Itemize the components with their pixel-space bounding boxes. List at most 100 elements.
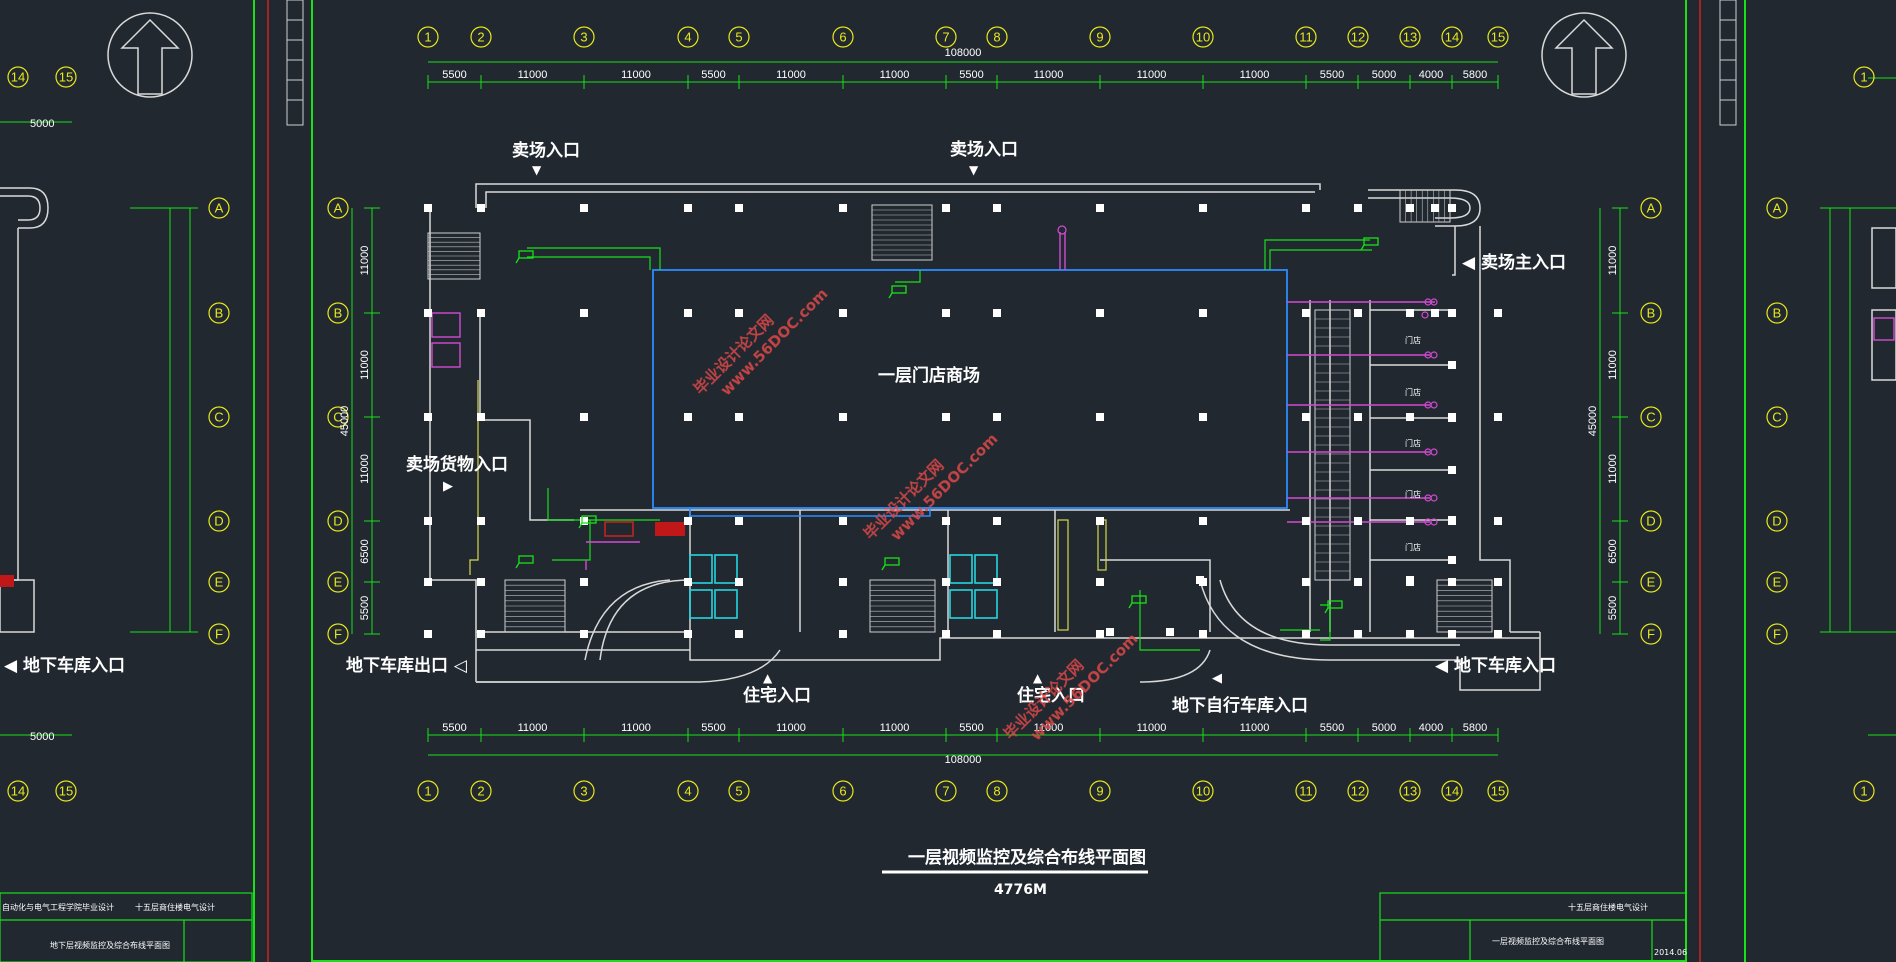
axis-label: 8 (993, 784, 1000, 799)
dimension-value: 5500 (701, 722, 725, 734)
cable-routes (527, 239, 1372, 651)
axis-label: 1 (424, 784, 431, 799)
shop-label: 门店 (1405, 438, 1421, 448)
arrow-up-icon: ▲ (1033, 671, 1043, 685)
column-marker (1406, 204, 1414, 212)
camera-mount (881, 564, 886, 571)
outlet-icon (1430, 518, 1438, 526)
outlet-icon (1430, 494, 1438, 502)
axis-bubble (935, 780, 957, 802)
column-marker (1106, 628, 1114, 636)
column-marker (1431, 309, 1439, 317)
axis-label: 3 (580, 784, 587, 799)
axis-label: B (334, 306, 343, 321)
core-zone (689, 507, 931, 517)
camera-mount (1360, 244, 1365, 251)
left-title-drawing: 地下层视频监控及综合布线平面图 (50, 940, 170, 950)
label-residential-entrance-2: 住宅入口 (1017, 685, 1085, 706)
axis-bubble: F (1773, 627, 1781, 642)
column-marker (1302, 204, 1310, 212)
axis-bubble (1640, 623, 1662, 645)
title-block-date: 2014.06 (1654, 948, 1687, 957)
column-marker (1406, 517, 1414, 525)
shop-label: 门店 (1405, 542, 1421, 552)
axis-label: 15 (1491, 30, 1505, 45)
axis-bubble (1089, 780, 1111, 802)
column-marker (684, 517, 692, 525)
right-sheet: A B C D E F 1 1 (1766, 66, 1896, 802)
column-marker (1166, 628, 1174, 636)
dimension-value: 11000 (776, 69, 806, 81)
column-marker (1199, 630, 1207, 638)
axis-bubble: B (215, 306, 224, 321)
column-marker (684, 204, 692, 212)
column-marker (1406, 630, 1414, 638)
left-sheet: 5000 5000 ◀ 地下车库入口 14 15 14 15 A B C D E… (0, 66, 253, 962)
axis-bubble (1640, 197, 1662, 219)
column-marker (993, 517, 1001, 525)
outlet-icon (1430, 298, 1438, 306)
dimension-value: 4000 (1419, 69, 1443, 81)
axis-bubble: C (214, 410, 223, 425)
label-goods-entrance: 卖场货物入口 (406, 454, 508, 475)
dimension-value: 11000 (880, 69, 910, 81)
axis-label: C (1646, 410, 1655, 425)
dimension-value: 11000 (359, 454, 371, 484)
label-market-entrance-1: 卖场入口 (512, 140, 580, 161)
column-marker (1199, 204, 1207, 212)
dimension-value: 4000 (1419, 722, 1443, 734)
axis-label: 10 (1196, 30, 1210, 45)
column-marker (1096, 309, 1104, 317)
axis-bubble (1640, 302, 1662, 324)
column-marker (1096, 204, 1104, 212)
dimension-value: 11000 (1607, 350, 1619, 380)
axis-bubble (327, 197, 349, 219)
column-marker (1448, 578, 1456, 586)
axis-bubble (986, 26, 1008, 48)
axis-bubble: C (1772, 410, 1781, 425)
axis-label: 7 (942, 784, 949, 799)
column-marker (942, 413, 950, 421)
title-block-drawing: 一层视频监控及综合布线平面图 (1492, 936, 1604, 946)
outlet-icon (1430, 401, 1438, 409)
dimension-total: 45000 (339, 406, 351, 437)
axis-bubble (1347, 26, 1369, 48)
axis-label: F (1647, 627, 1655, 642)
axis-bubble (1441, 780, 1463, 802)
column-marker (1354, 578, 1362, 586)
axis-label: C (333, 410, 342, 425)
axis-bubble (1399, 26, 1421, 48)
camera-icons (515, 237, 1379, 614)
column-marker (942, 309, 950, 317)
shop-label: 门店 (1405, 489, 1421, 499)
column-marker (1302, 309, 1310, 317)
column-marker (424, 204, 432, 212)
column-marker (839, 630, 847, 638)
arrow-up-icon: ▲ (763, 671, 773, 685)
camera-mount (515, 257, 520, 264)
axis-bubble (677, 26, 699, 48)
dimension-value: 5500 (1320, 69, 1344, 81)
axis-label: 5 (735, 784, 742, 799)
axis-label: 14 (1445, 784, 1459, 799)
column-marker (684, 630, 692, 638)
axis-bubble (1347, 780, 1369, 802)
label-sales-hall: 一层门店商场 (878, 365, 980, 386)
axis-bubble (327, 302, 349, 324)
axis-bubble (728, 26, 750, 48)
column-marker (1354, 630, 1362, 638)
dimension-value: 11000 (1137, 69, 1167, 81)
column-marker (735, 309, 743, 317)
axis-label: 13 (1403, 784, 1417, 799)
column-marker (1406, 309, 1414, 317)
column-marker (1494, 517, 1502, 525)
column-marker (1354, 413, 1362, 421)
equipment-box (604, 521, 634, 537)
dimension-value: 11000 (359, 350, 371, 380)
axis-label: 6 (839, 784, 846, 799)
axis-label: 4 (684, 784, 691, 799)
column-marker (1096, 517, 1104, 525)
axis-label: D (1646, 514, 1655, 529)
